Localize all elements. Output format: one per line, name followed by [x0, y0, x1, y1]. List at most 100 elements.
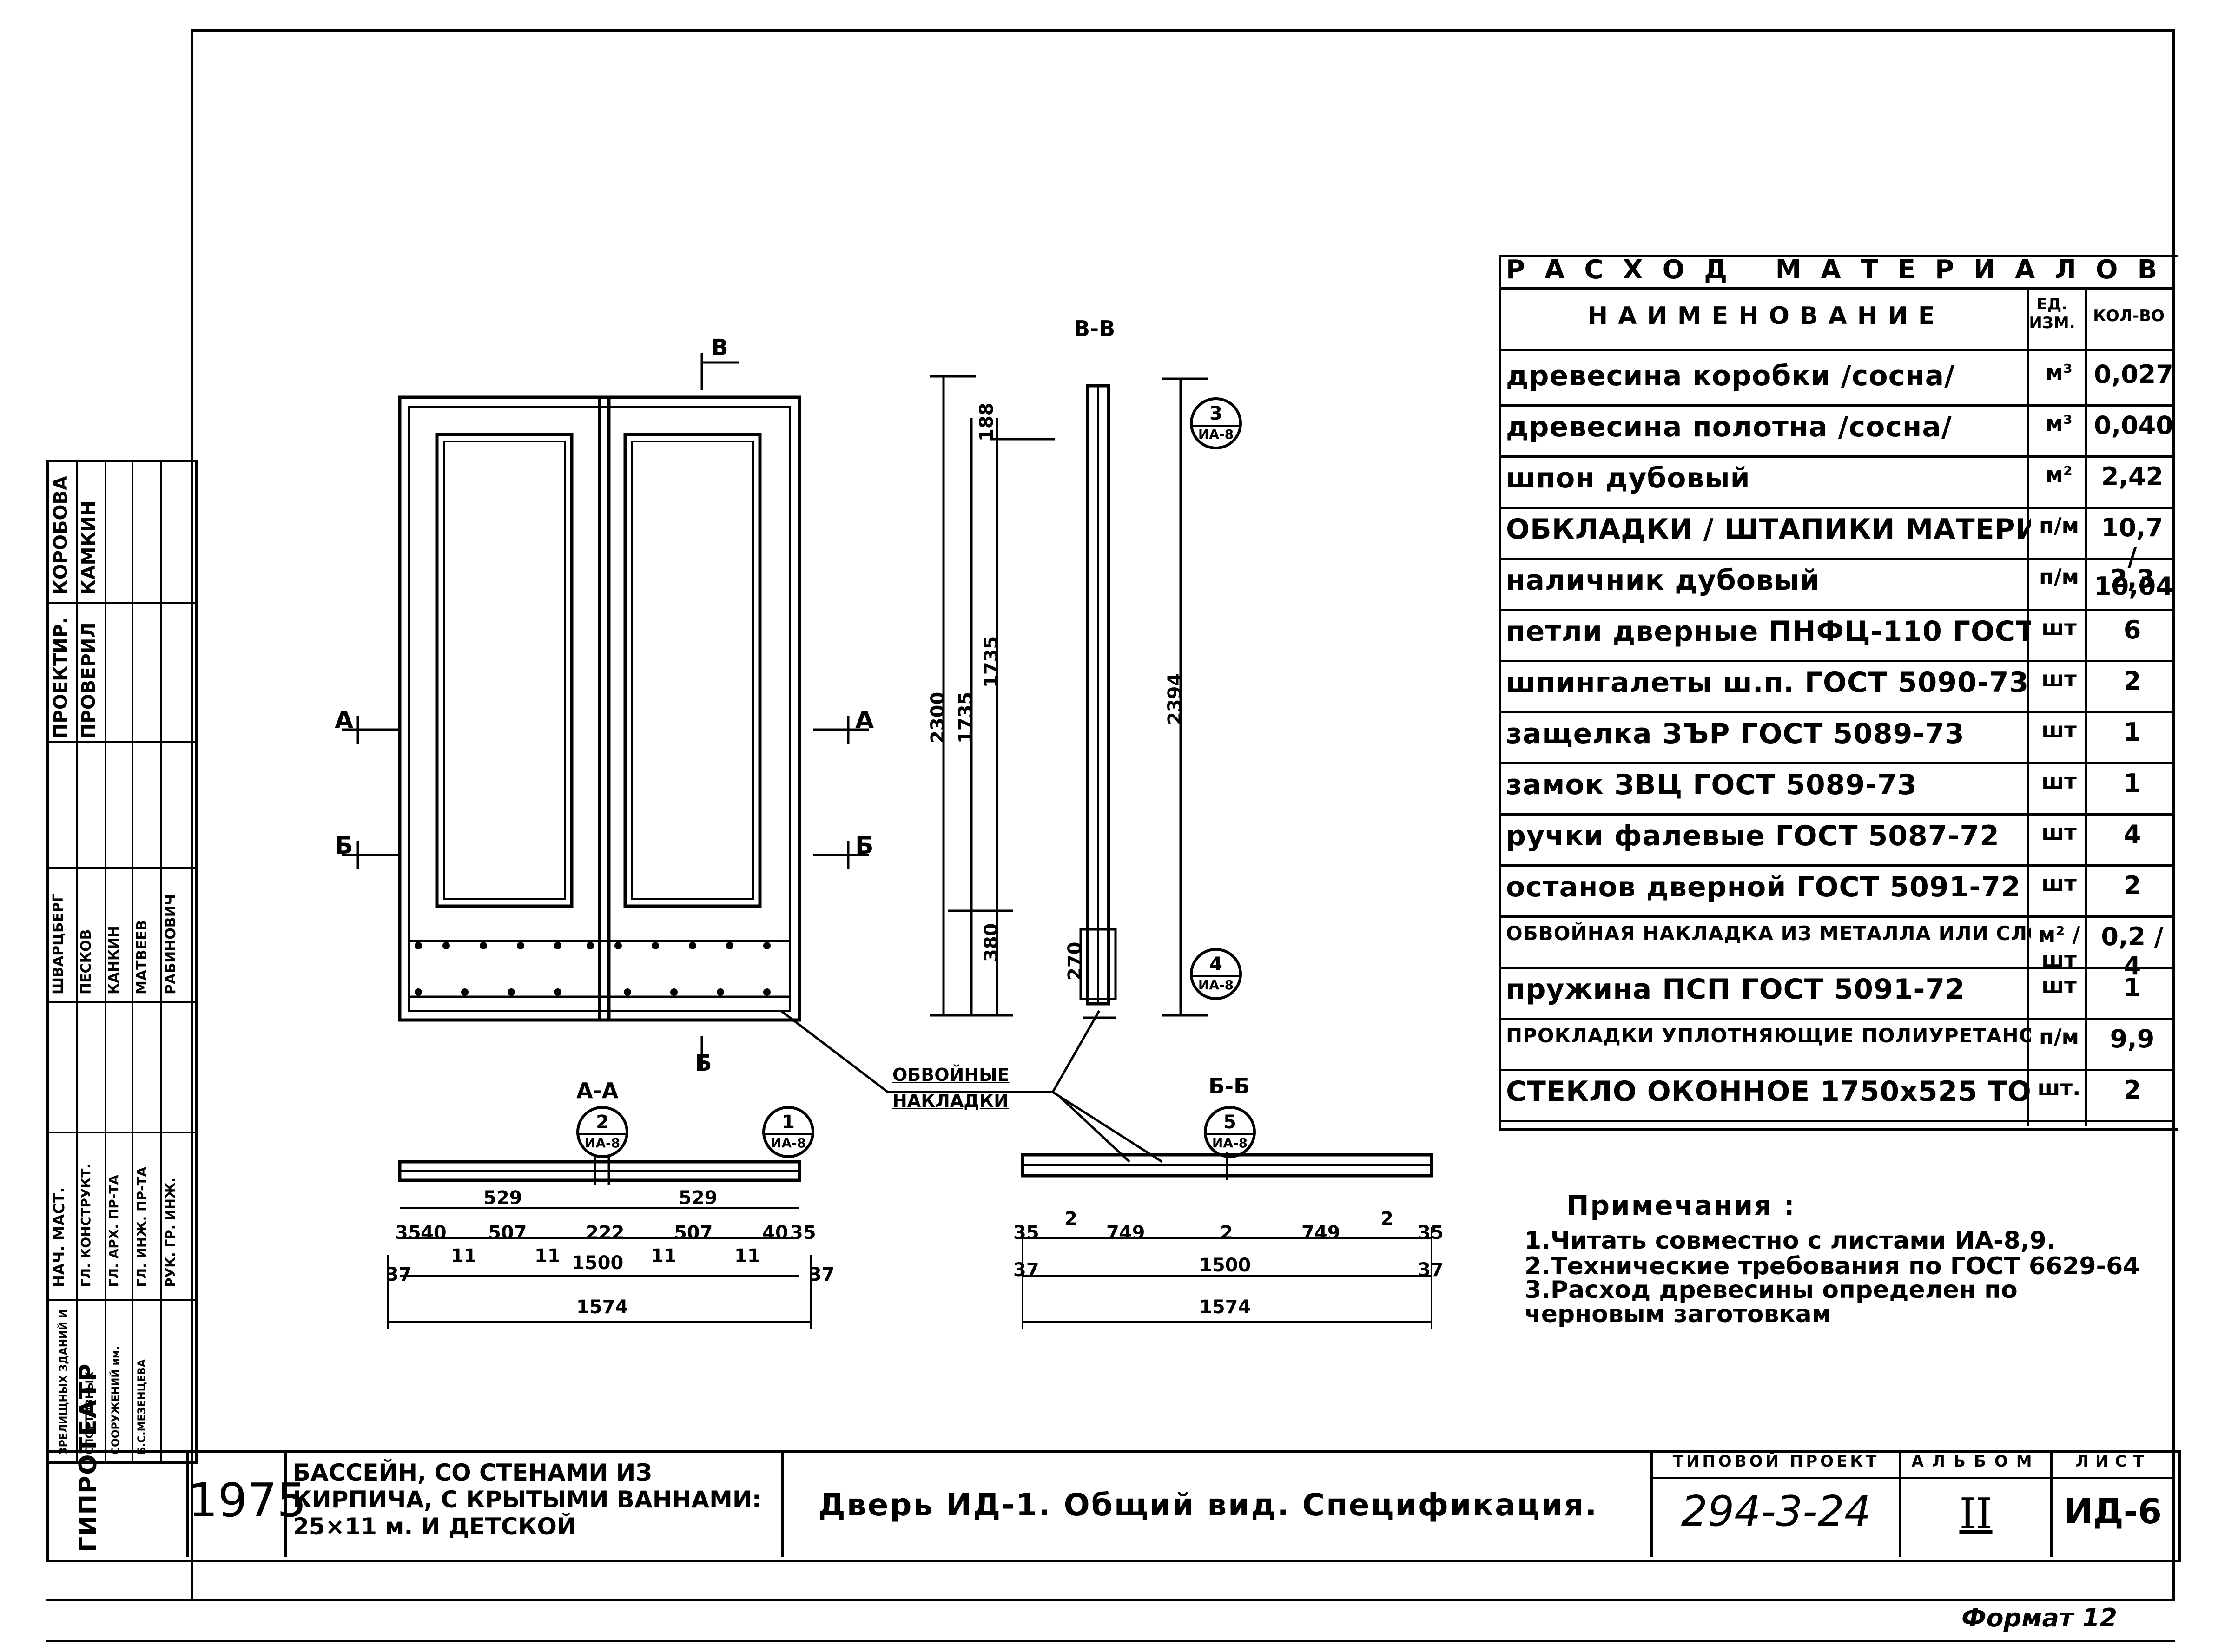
- dim-bb-37-left: 37: [1013, 1259, 1039, 1281]
- section-mark-a-right: А: [855, 706, 874, 734]
- dim-bb-37-right: 37: [1418, 1259, 1444, 1281]
- typical-project: 294-3-24: [1681, 1487, 1871, 1536]
- org-code-box: [46, 1450, 186, 1557]
- dim-bb-2-mid: 2: [1220, 1222, 1233, 1244]
- dim-bb-2-left: 2: [1064, 1208, 1077, 1230]
- approval-role-1: ГЛ. КОНСТРУКТ.: [78, 1164, 93, 1287]
- approval-designer-label: ПРОЕКТИР.: [50, 617, 72, 739]
- notes-title: Примечания :: [1566, 1190, 1796, 1221]
- approval-role-4: РУК. ГР. ИНЖ.: [163, 1178, 178, 1287]
- materials-row-name: шпингалеты ш.п. ГОСТ 5090-73: [1506, 666, 2029, 699]
- section-mark-v-bottom: Б: [695, 1050, 712, 1076]
- section-mark-b-right: Б: [855, 832, 874, 860]
- materials-table: [1499, 255, 2178, 1131]
- typical-project-label: ТИПОВОЙ ПРОЕКТ: [1672, 1452, 1880, 1471]
- project-name: БАССЕЙН, СО СТЕНАМИ ИЗ КИРПИЧА, С КРЫТЫМ…: [293, 1459, 761, 1540]
- section-aa-label: А-А: [576, 1078, 619, 1103]
- materials-row-unit: шт: [2041, 666, 2077, 691]
- materials-row-unit: шт: [2041, 973, 2077, 998]
- dim-aa-222: 222: [586, 1222, 625, 1244]
- materials-row-name: древесина коробки /сосна/: [1506, 360, 1955, 392]
- materials-row-name: останов дверной ГОСТ 5091-72: [1506, 871, 2021, 903]
- dim-aa-529-left: 529: [483, 1187, 522, 1209]
- dim-1735-b: 1735: [981, 636, 1002, 688]
- section-mark-b-left: Б: [335, 832, 353, 860]
- dim-2394: 2394: [1164, 673, 1186, 725]
- callout-label: ОБВОЙНЫЕ НАКЛАДКИ: [892, 1065, 1010, 1111]
- sheet-number: ИД-6: [2064, 1492, 2162, 1532]
- materials-row-qty: 10,7 / 10,04: [2094, 513, 2173, 601]
- dim-bb-2-right: 2: [1380, 1208, 1393, 1230]
- approval-stamp: [46, 460, 198, 1464]
- materials-row-qty: 2: [2123, 1075, 2141, 1105]
- format-label: Формат 12: [1961, 1603, 2118, 1632]
- materials-row-qty: 0,2 / 4: [2101, 922, 2164, 981]
- org-code: ГИПРОТЕАТР: [74, 1362, 102, 1552]
- sheet-label: ЛИСТ: [2075, 1452, 2151, 1471]
- dim-aa-1574: 1574: [576, 1297, 628, 1318]
- materials-row-qty: 2,3: [2110, 564, 2155, 593]
- materials-title-line: [1499, 287, 2175, 290]
- approval-checker: КАМКИН: [78, 500, 99, 595]
- dim-aa-37-right: 37: [809, 1264, 835, 1285]
- materials-row-unit: м³: [2046, 360, 2073, 385]
- materials-row: ОБВОЙНАЯ НАКЛАДКА ИЗ МЕТАЛЛА ИЛИ СЛОИСТО…: [1501, 915, 2173, 981]
- materials-row-unit: шт.: [2037, 1075, 2081, 1100]
- glass-panel-right: [623, 433, 762, 908]
- sheet-title: Дверь ИД-1. Общий вид. Спецификация.: [818, 1487, 1598, 1523]
- approval-name-3: МАТВЕЕВ: [134, 920, 150, 994]
- album: II: [1959, 1489, 1993, 1538]
- materials-row-name: петли дверные ПНФЦ-110 ГОСТ 5088-72: [1506, 615, 2031, 648]
- materials-row-qty: 2,42: [2101, 462, 2164, 491]
- section-bb-label: Б-Б: [1208, 1073, 1250, 1099]
- section-mark-v-top: В: [711, 335, 728, 361]
- materials-row-name: наличник дубовый: [1506, 564, 1820, 597]
- approval-org: ЗРЕЛИЩНЫХ ЗДАНИЙ И СПОРТИВНЫХ СООРУЖЕНИЙ…: [58, 1309, 148, 1455]
- dim-aa-40-left: 40: [421, 1222, 447, 1244]
- dim-380: 380: [981, 923, 1002, 962]
- approval-name-4: РАБИНОВИЧ: [163, 894, 179, 994]
- dim-188: 188: [976, 402, 997, 442]
- materials-row-qty: 6: [2123, 615, 2141, 645]
- materials-row-name: шпон дубовый: [1506, 462, 1750, 494]
- dim-aa-1500: 1500: [572, 1252, 624, 1274]
- materials-row-unit: шт: [2041, 717, 2077, 743]
- materials-title: РАСХОД МАТЕРИАЛОВ: [1506, 255, 2177, 285]
- dim-aa-507-right: 507: [674, 1222, 713, 1244]
- dim-aa-11-a: 11: [451, 1245, 477, 1267]
- dim-270: 270: [1064, 941, 1086, 981]
- approval-designer: КОРОБОВА: [50, 476, 72, 595]
- dim-aa-11-c: 11: [651, 1245, 677, 1267]
- frame-bottom: [46, 1599, 2175, 1601]
- materials-row-name: СТЕКЛО ОКОННОЕ 1750x525 ТОЛЩ. 4мм: [1506, 1075, 2031, 1108]
- dim-aa-40-right: 40: [762, 1222, 788, 1244]
- dim-aa-11-b: 11: [535, 1245, 561, 1267]
- materials-row: петли дверные ПНФЦ-110 ГОСТ 5088-72 шт 6: [1501, 609, 2173, 662]
- dim-2300: 2300: [927, 691, 949, 744]
- approval-role-3: ГЛ. ИНЖ. ПР-ТА: [134, 1166, 149, 1287]
- approval-name-2: КАНКИН: [106, 926, 122, 994]
- dim-bb-35-right: 35: [1418, 1222, 1444, 1244]
- materials-row-name: пружина ПСП ГОСТ 5091-72: [1506, 973, 1965, 1006]
- dim-aa-35-right: 35: [790, 1222, 816, 1244]
- dim-bb-1574: 1574: [1199, 1297, 1251, 1318]
- approval-name-1: ПЕСКОВ: [78, 929, 94, 994]
- materials-row-unit: шт: [2041, 615, 2077, 640]
- note-3: 3.Расход древесины определен по черновым…: [1525, 1276, 2018, 1328]
- materials-header-name: НАИМЕНОВАНИЕ: [1587, 302, 1945, 330]
- materials-row-unit: м³: [2046, 411, 2073, 436]
- approval-role-0: НАЧ. МАСТ.: [50, 1187, 68, 1287]
- materials-row-unit: м²: [2046, 462, 2073, 487]
- materials-row-name: замок ЗВЦ ГОСТ 5089-73: [1506, 769, 1917, 801]
- dim-bb-749-right: 749: [1301, 1222, 1340, 1244]
- materials-row-qty: 1: [2123, 769, 2141, 798]
- dim-aa-529-right: 529: [679, 1187, 718, 1209]
- materials-row-qty: 1: [2123, 717, 2141, 747]
